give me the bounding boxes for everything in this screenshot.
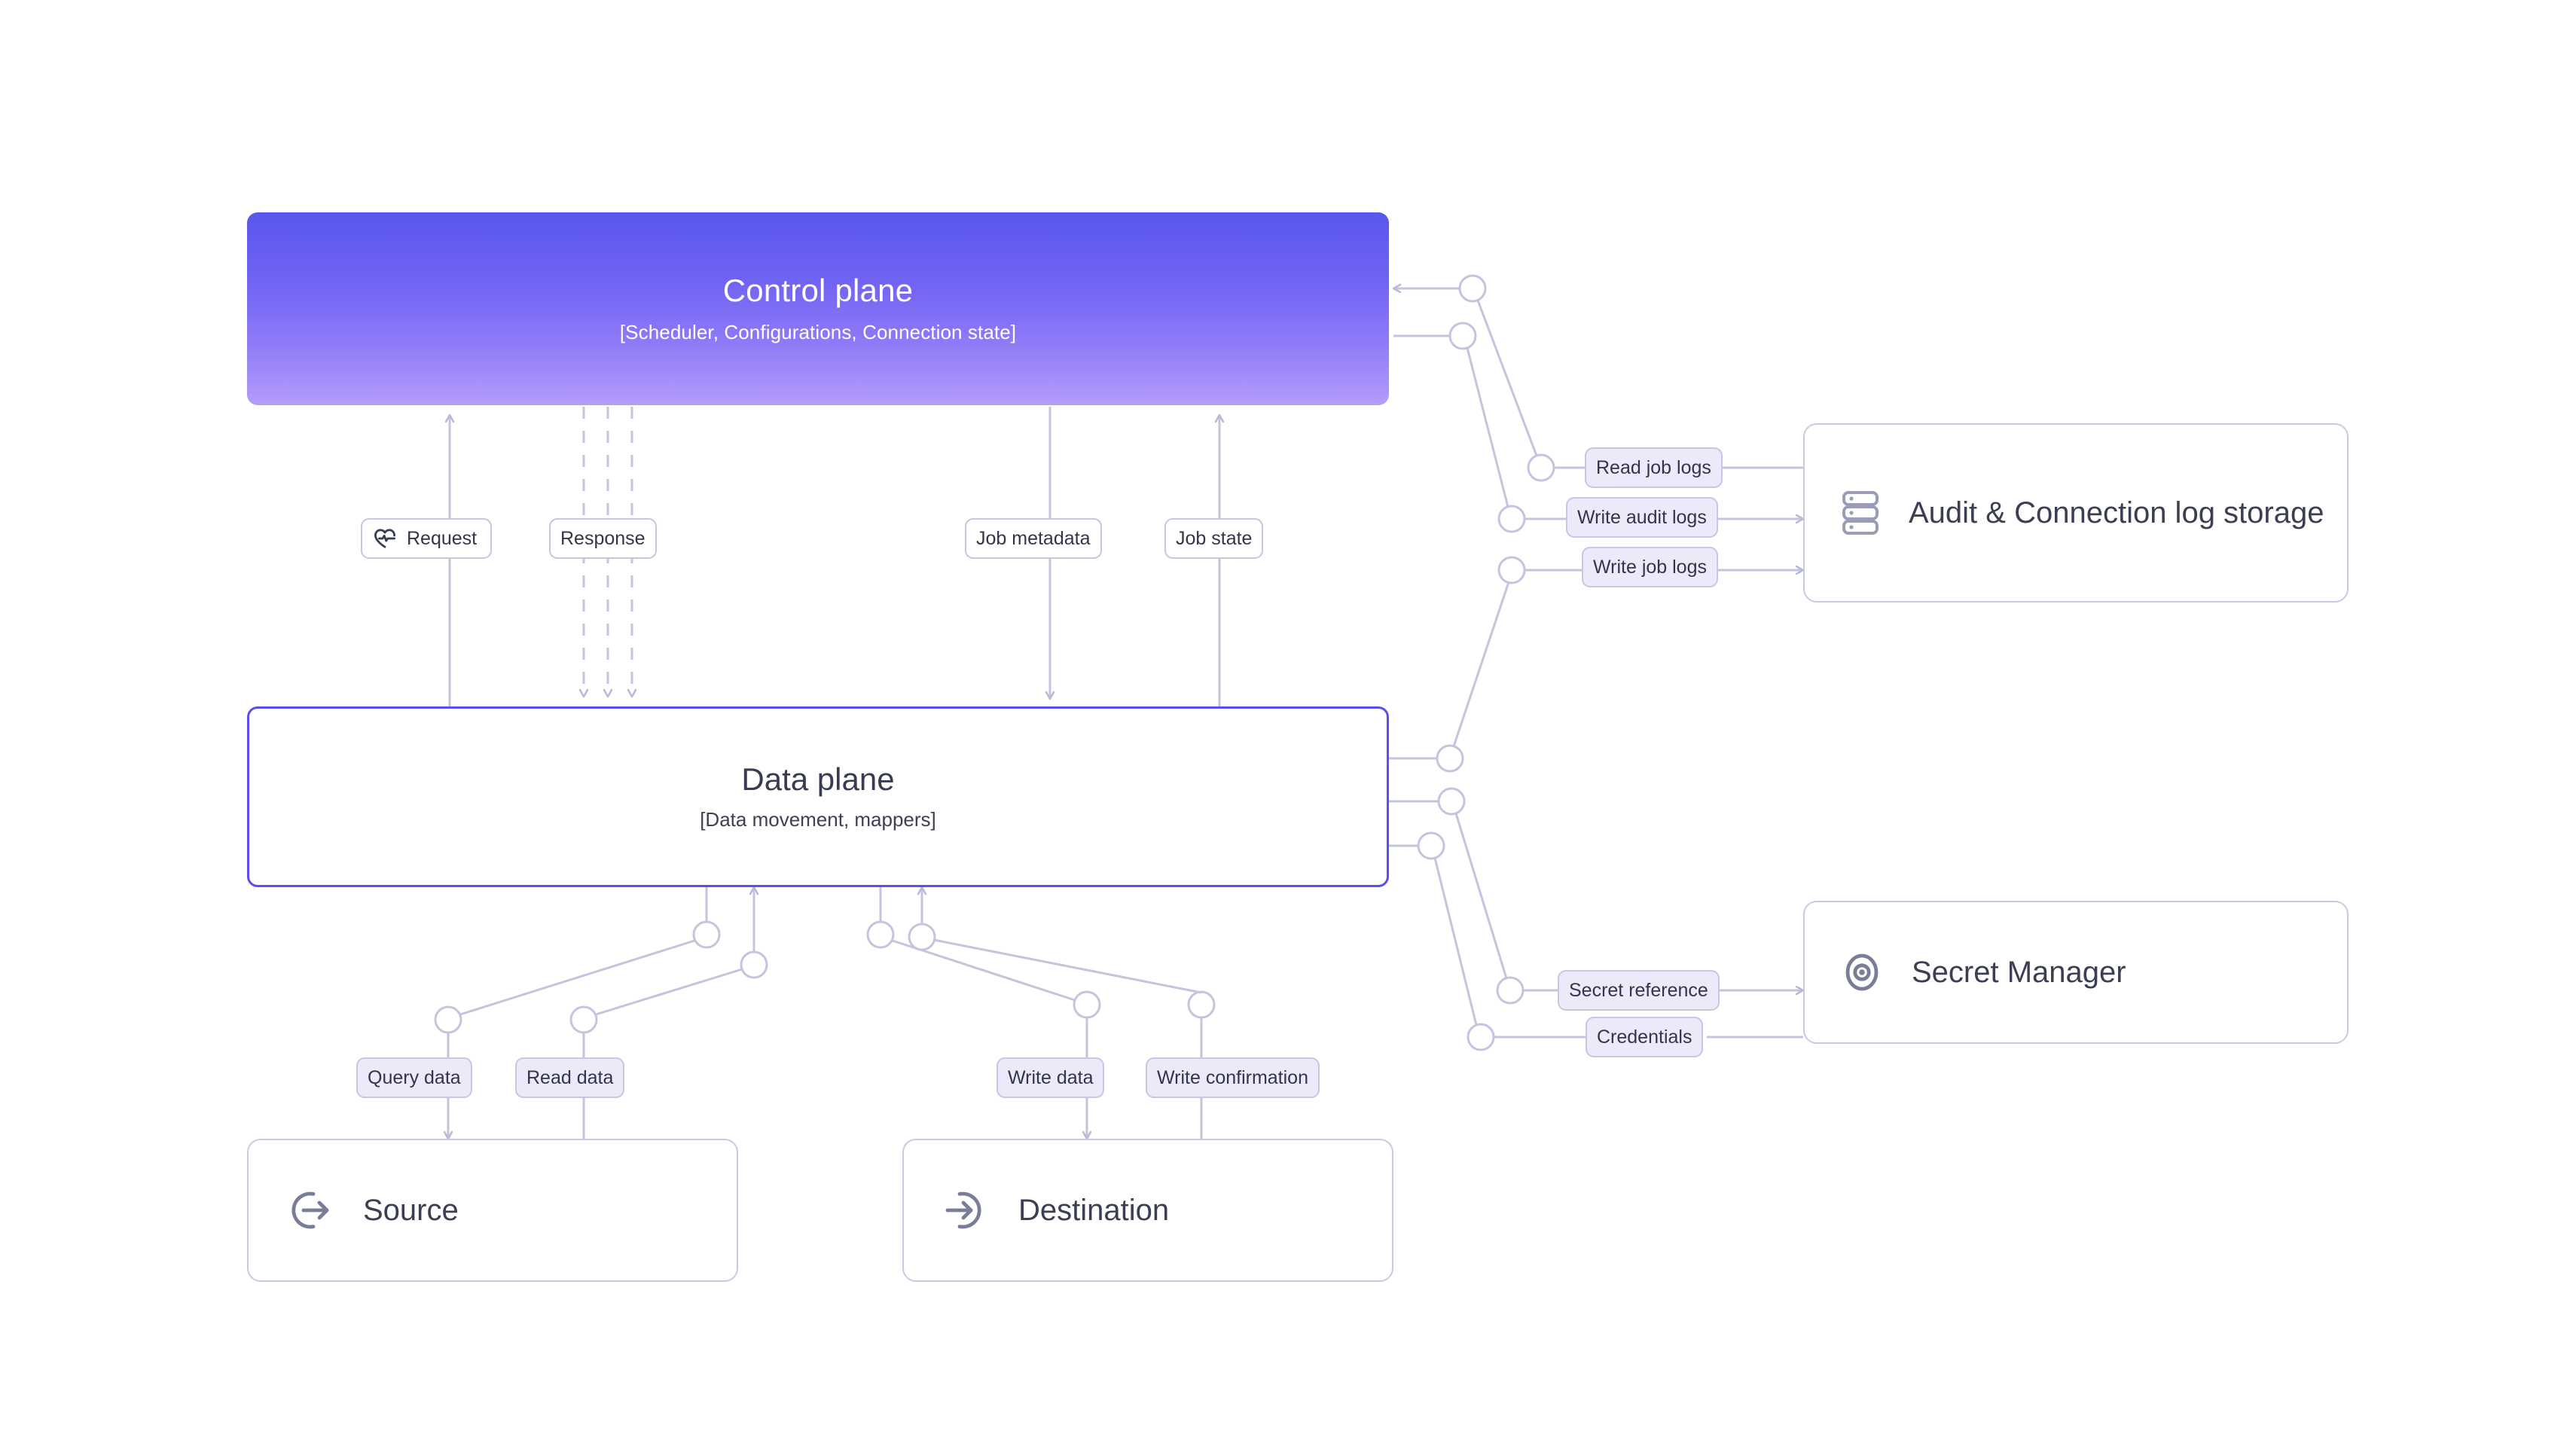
edge-label-write-data[interactable]: Write data: [997, 1057, 1105, 1098]
control-plane-node[interactable]: Control plane [Scheduler, Configurations…: [247, 212, 1389, 405]
edge-label-credentials-text: Credentials: [1597, 1026, 1692, 1048]
edge-label-read-job-logs[interactable]: Read job logs: [1585, 447, 1723, 488]
connector-dot: [1436, 744, 1464, 773]
edge-label-write-confirmation[interactable]: Write confirmation: [1146, 1057, 1320, 1098]
connector-dot: [1496, 976, 1525, 1005]
connector-dot: [1497, 556, 1526, 584]
connector-dot: [1527, 453, 1555, 482]
heart-pulse-icon: [373, 528, 397, 549]
edge-write-audit-logs-diag: [1466, 347, 1509, 508]
control-plane-title: Control plane: [722, 273, 914, 309]
arrow-out-circle-icon: [288, 1188, 333, 1233]
edge-label-read-data[interactable]: Read data: [515, 1057, 625, 1098]
edge-label-query-data-text: Query data: [368, 1066, 461, 1088]
connector-dot: [434, 1005, 462, 1034]
secret-manager-label: Secret Manager: [1912, 955, 2126, 989]
edge-label-write-audit-logs[interactable]: Write audit logs: [1566, 497, 1718, 538]
connector-dot: [1448, 322, 1477, 350]
source-node[interactable]: Source: [247, 1139, 738, 1282]
edge-write-job-logs-diag: [1452, 581, 1510, 747]
connector-dot: [1187, 990, 1216, 1019]
connector-dot: [740, 950, 768, 979]
connector-dot: [1458, 274, 1487, 303]
edge-label-job-metadata[interactable]: Job metadata: [965, 518, 1102, 559]
connector-dot: [1497, 505, 1526, 533]
connector-dot: [1467, 1023, 1495, 1051]
data-plane-title: Data plane: [741, 761, 895, 798]
edge-label-credentials[interactable]: Credentials: [1586, 1017, 1704, 1057]
connector-dot: [908, 923, 936, 951]
source-label: Source: [363, 1193, 459, 1227]
data-plane-subtitle: [Data movement, mappers]: [700, 807, 936, 831]
edge-label-job-state-text: Job state: [1176, 527, 1253, 549]
edge-label-request-text: Request: [407, 527, 478, 549]
edge-label-read-job-logs-text: Read job logs: [1596, 456, 1711, 478]
database-icon: [1841, 490, 1880, 536]
secret-manager-node[interactable]: Secret Manager: [1803, 901, 2349, 1044]
edge-label-request[interactable]: Request: [361, 518, 493, 559]
edge-label-query-data[interactable]: Query data: [356, 1057, 472, 1098]
edge-label-secret-reference[interactable]: Secret reference: [1558, 970, 1720, 1011]
edge-label-write-confirmation-text: Write confirmation: [1157, 1066, 1308, 1088]
edge-label-write-job-logs-text: Write job logs: [1593, 556, 1707, 578]
edge-secret-reference-diag: [1454, 813, 1508, 979]
audit-log-storage-label: Audit & Connection log storage: [1909, 496, 2324, 529]
control-plane-subtitle: [Scheduler, Configurations, Connection s…: [619, 320, 1017, 343]
edge-label-write-job-logs[interactable]: Write job logs: [1582, 547, 1718, 587]
arrow-in-circle-icon: [943, 1188, 988, 1233]
edge-query-data-diag: [459, 939, 695, 1016]
edge-write-confirmation-diag: [933, 938, 1202, 994]
edge-write-data-diag: [892, 939, 1076, 1002]
connector-dot: [866, 920, 895, 949]
audit-log-storage-node[interactable]: Audit & Connection log storage: [1803, 423, 2349, 602]
connector-dot: [1417, 831, 1445, 860]
eye-target-icon: [1841, 951, 1883, 993]
edge-label-read-data-text: Read data: [526, 1066, 614, 1088]
edge-label-job-metadata-text: Job metadata: [976, 527, 1091, 549]
edge-label-response-text: Response: [560, 527, 646, 549]
data-plane-node[interactable]: Data plane [Data movement, mappers]: [247, 706, 1389, 887]
edge-label-response[interactable]: Response: [549, 518, 657, 559]
edge-credentials-diag: [1433, 857, 1478, 1026]
destination-node[interactable]: Destination: [902, 1139, 1393, 1282]
connector-dot: [692, 920, 721, 949]
edge-label-job-state[interactable]: Job state: [1164, 518, 1264, 559]
edge-label-write-audit-logs-text: Write audit logs: [1577, 506, 1707, 528]
connector-dot: [569, 1005, 598, 1034]
connector-dot: [1437, 787, 1466, 816]
edge-label-write-data-text: Write data: [1008, 1066, 1094, 1088]
destination-label: Destination: [1018, 1193, 1170, 1227]
edge-label-secret-reference-text: Secret reference: [1569, 979, 1708, 1001]
edge-read-job-logs-diag: [1476, 300, 1538, 456]
connector-dot: [1073, 990, 1101, 1019]
edge-read-data-diag: [595, 968, 743, 1016]
